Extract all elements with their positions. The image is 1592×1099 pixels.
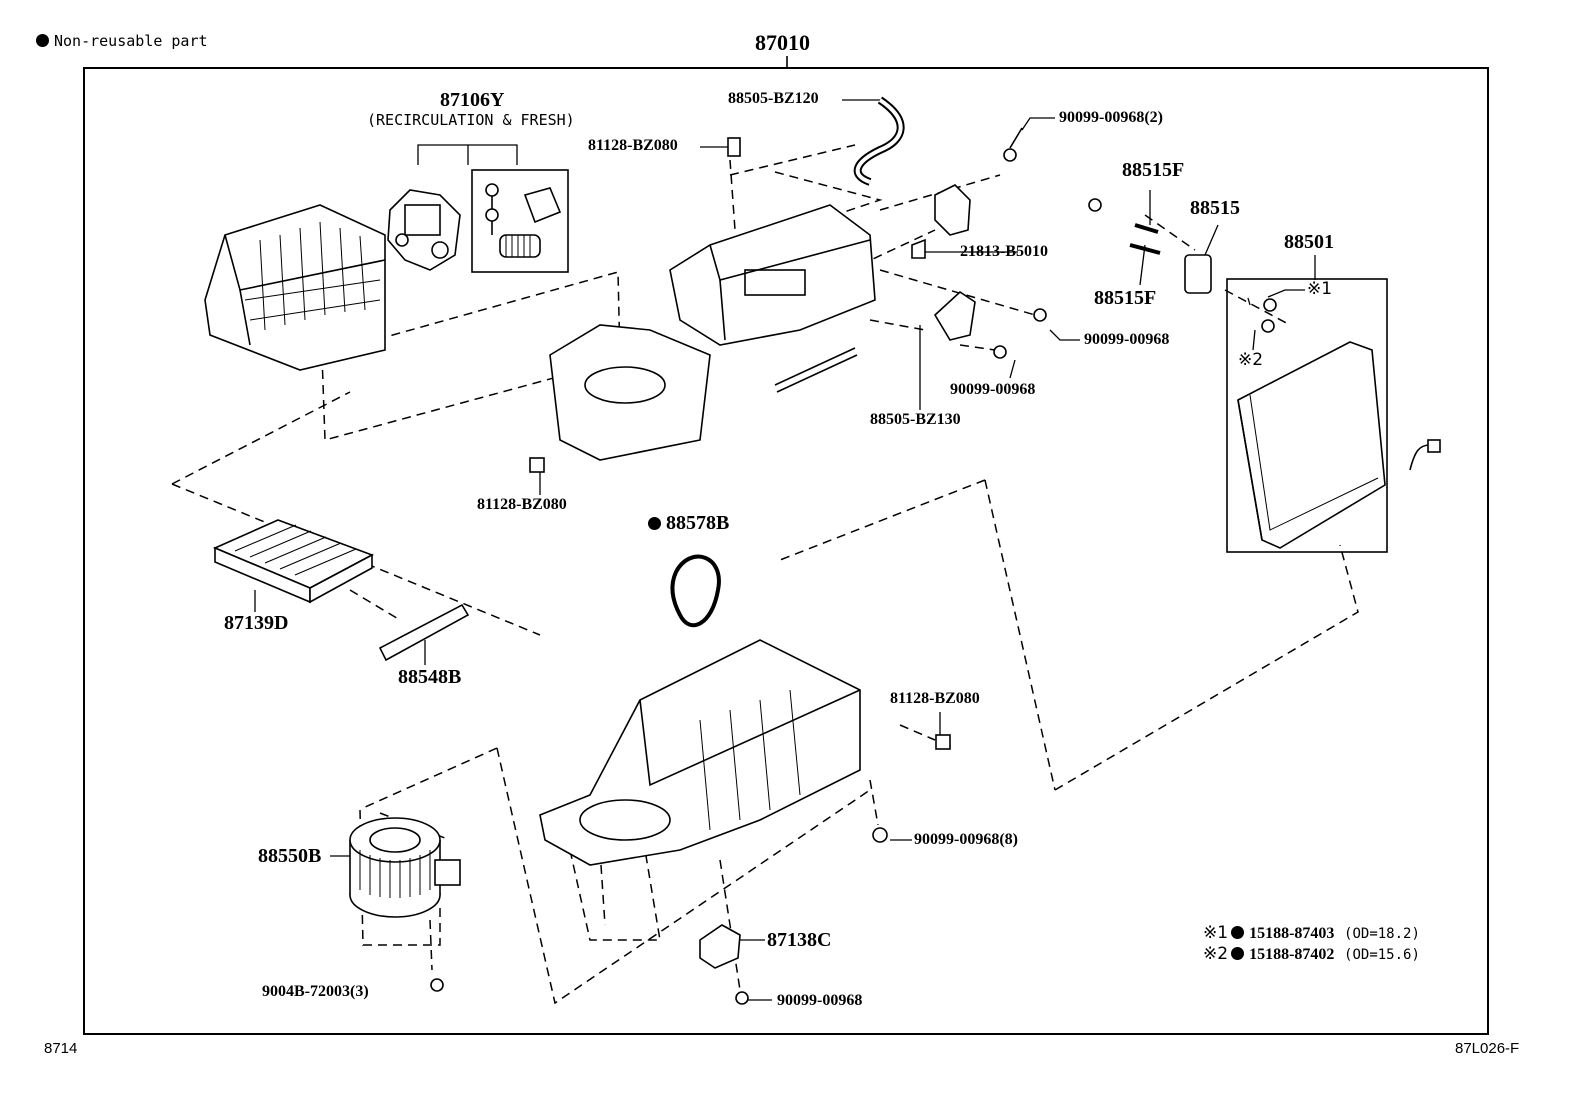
page-ref-right: 87L026-F: [1455, 1040, 1520, 1057]
page-ref-left: 8714: [44, 1040, 78, 1057]
intake-case-sketch: [204, 204, 386, 371]
footnote-2-part[interactable]: 15188-87402: [1249, 946, 1335, 963]
expansion-valve-sketch: [1184, 254, 1212, 294]
kit-box-sketch: [471, 169, 569, 273]
footnote-2: ※2 15188-87402 (OD=15.6): [1203, 946, 1420, 963]
clip-sketch: [727, 137, 741, 157]
part-87138C[interactable]: 87138C: [767, 929, 832, 951]
footnote-2-mark: ※2: [1203, 944, 1229, 964]
part-88515F-lower[interactable]: 88515F: [1094, 287, 1157, 309]
part-88550B[interactable]: 88550B: [258, 845, 322, 867]
footnote-1-mark: ※1: [1203, 923, 1229, 943]
cabin-filter-sketch: [212, 519, 374, 604]
assembly-frame: [83, 67, 1489, 1035]
actuator-sketch: [934, 184, 971, 236]
legend-label: Non-reusable part: [54, 32, 208, 50]
evaporator-sketch: [1237, 341, 1386, 549]
mark-2: ※2: [1238, 350, 1264, 370]
screw-sketches: [430, 127, 1102, 1005]
servo-motor-sketch: [387, 189, 461, 271]
evaporator-box: [1226, 278, 1388, 553]
part-81128-BZ080-top[interactable]: 81128-BZ080: [588, 137, 678, 154]
non-reusable-icon: [1231, 947, 1245, 960]
part-88548B[interactable]: 88548B: [398, 666, 462, 688]
assembly-number[interactable]: 87010: [755, 30, 810, 55]
part-81128-BZ080-low[interactable]: 81128-BZ080: [890, 690, 980, 707]
upper-case-sketch: [549, 204, 876, 461]
footnote-2-spec: (OD=15.6): [1344, 947, 1420, 963]
part-81128-BZ080-mid[interactable]: 81128-BZ080: [477, 496, 567, 513]
bolt-sketch: [1134, 223, 1159, 234]
footnote-1-spec: (OD=18.2): [1344, 926, 1420, 942]
non-reusable-symbol-icon: [36, 34, 49, 47]
mark-1: ※1: [1307, 279, 1333, 299]
part-90099-00968-a[interactable]: 90099-00968: [1084, 331, 1170, 348]
part-90099-00968-2[interactable]: 90099-00968(2): [1059, 109, 1163, 126]
part-9004B-72003-3[interactable]: 9004B-72003(3): [262, 983, 369, 1000]
part-88515[interactable]: 88515: [1190, 197, 1240, 219]
part-88505-BZ130[interactable]: 88505-BZ130: [870, 411, 961, 428]
filter-cover-sketch: [378, 603, 470, 662]
part-88578B-number: 88578B: [666, 512, 730, 534]
part-90099-00968-8[interactable]: 90099-00968(8): [914, 831, 1018, 848]
legend: Non-reusable part: [36, 34, 208, 49]
part-87106Y[interactable]: 87106Y: [440, 89, 505, 111]
bracket-sketch: [933, 290, 976, 341]
part-87106Y-note: (RECIRCULATION & FRESH): [367, 111, 575, 129]
part-88501[interactable]: 88501: [1284, 231, 1334, 253]
blower-resistor-sketch: [699, 924, 741, 969]
part-87139D[interactable]: 87139D: [224, 612, 289, 634]
footnote-1-part[interactable]: 15188-87403: [1249, 925, 1335, 942]
leader-lines: [254, 99, 1316, 1001]
part-21813-B5010[interactable]: 21813-B5010: [960, 243, 1048, 260]
part-88578B[interactable]: 88578B: [648, 513, 729, 533]
footnote-1: ※1 15188-87403 (OD=18.2): [1203, 925, 1420, 942]
part-88505-BZ120[interactable]: 88505-BZ120: [728, 90, 819, 107]
blower-motor-sketch: [349, 817, 461, 918]
part-88515F-upper[interactable]: 88515F: [1122, 159, 1185, 181]
part-90099-00968-c[interactable]: 90099-00968: [777, 992, 863, 1009]
non-reusable-icon: [1231, 926, 1245, 939]
gasket-sketch: [670, 554, 721, 628]
lower-case-sketch: [539, 639, 861, 866]
non-reusable-icon: [648, 517, 661, 530]
part-90099-00968-b[interactable]: 90099-00968: [950, 381, 1036, 398]
